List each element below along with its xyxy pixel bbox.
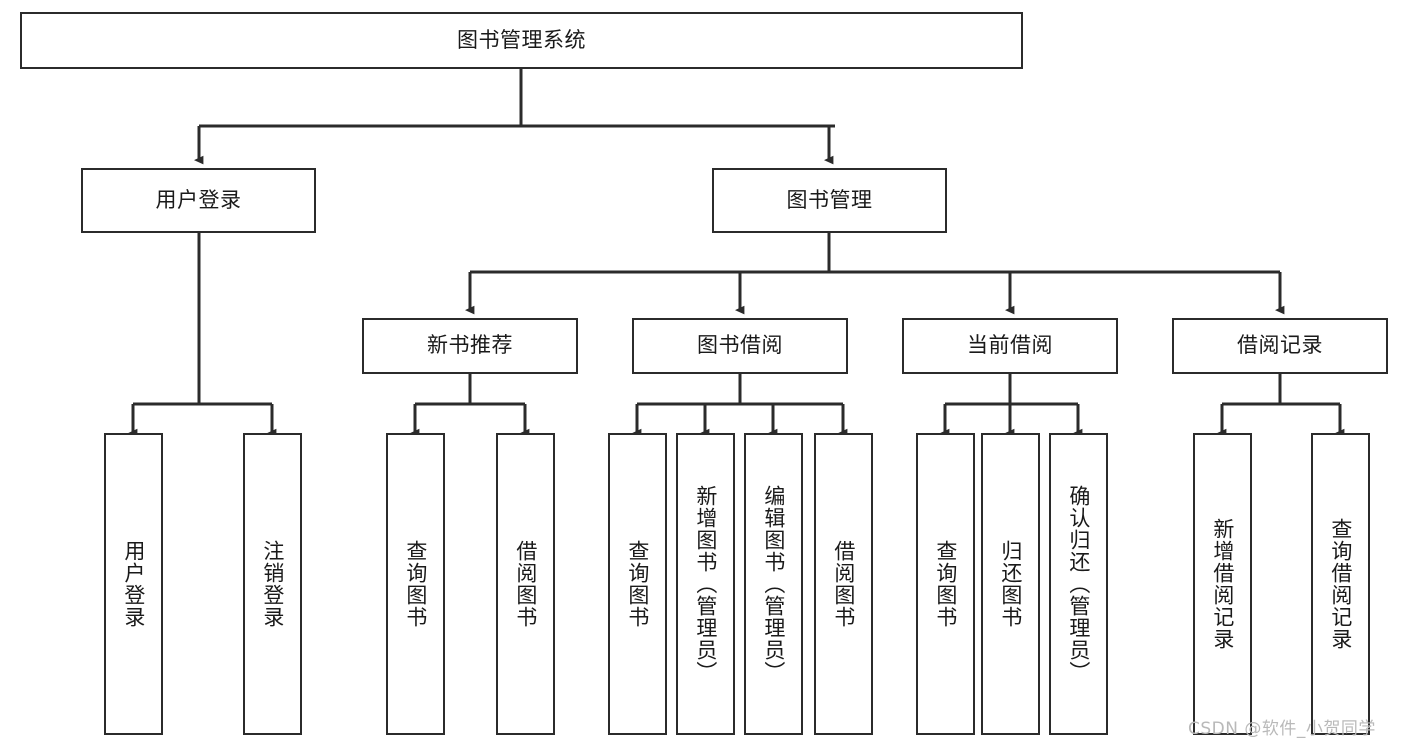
node-label: 借阅记录 xyxy=(1237,333,1323,358)
leaf-record-query-borrow-record[interactable]: 查询借阅记录 xyxy=(1311,433,1370,735)
node-label: 归还图书 xyxy=(998,540,1023,628)
node-label: 查询借阅记录 xyxy=(1328,518,1353,650)
leaf-current-confirm-return-admin[interactable]: 确认归还（管理员） xyxy=(1049,433,1108,735)
node-label: 确认归还（管理员） xyxy=(1066,485,1091,683)
node-label: 图书管理 xyxy=(786,187,873,212)
node-label: 编辑图书（管理员） xyxy=(761,485,786,683)
leaf-borrow-query-book[interactable]: 查询图书 xyxy=(608,433,667,735)
node-label: 注销登录 xyxy=(260,540,285,628)
node-label: 用户登录 xyxy=(155,187,242,212)
node-root-book-management-system[interactable]: 图书管理系统 xyxy=(20,12,1023,69)
node-label: 图书管理系统 xyxy=(457,27,586,52)
leaf-borrow-borrow-book[interactable]: 借阅图书 xyxy=(814,433,873,735)
leaf-record-add-borrow-record[interactable]: 新增借阅记录 xyxy=(1193,433,1252,735)
leaf-borrow-add-book-admin[interactable]: 新增图书（管理员） xyxy=(676,433,735,735)
node-current-borrow[interactable]: 当前借阅 xyxy=(902,318,1118,374)
node-label: 新增图书（管理员） xyxy=(693,485,718,683)
node-label: 新增借阅记录 xyxy=(1210,518,1235,650)
node-label: 查询图书 xyxy=(625,540,650,628)
watermark-text: CSDN @软件_小贺同学 xyxy=(1188,719,1376,739)
node-book-management[interactable]: 图书管理 xyxy=(712,168,947,233)
node-label: 查询图书 xyxy=(933,540,958,628)
node-label: 借阅图书 xyxy=(513,540,538,628)
node-new-book-recommend[interactable]: 新书推荐 xyxy=(362,318,578,374)
node-label: 图书借阅 xyxy=(697,333,783,358)
leaf-borrow-edit-book-admin[interactable]: 编辑图书（管理员） xyxy=(744,433,803,735)
leaf-recommend-borrow-book[interactable]: 借阅图书 xyxy=(496,433,555,735)
leaf-current-return-book[interactable]: 归还图书 xyxy=(981,433,1040,735)
node-borrow-record[interactable]: 借阅记录 xyxy=(1172,318,1388,374)
node-label: 用户登录 xyxy=(121,540,146,628)
leaf-current-query-book[interactable]: 查询图书 xyxy=(916,433,975,735)
node-label: 查询图书 xyxy=(403,540,428,628)
leaf-recommend-query-book[interactable]: 查询图书 xyxy=(386,433,445,735)
node-user-login[interactable]: 用户登录 xyxy=(81,168,316,233)
leaf-user-login-logout[interactable]: 注销登录 xyxy=(243,433,302,735)
node-label: 当前借阅 xyxy=(967,333,1053,358)
node-book-borrow[interactable]: 图书借阅 xyxy=(632,318,848,374)
leaf-user-login-login[interactable]: 用户登录 xyxy=(104,433,163,735)
node-label: 新书推荐 xyxy=(427,333,513,358)
node-label: 借阅图书 xyxy=(831,540,856,628)
